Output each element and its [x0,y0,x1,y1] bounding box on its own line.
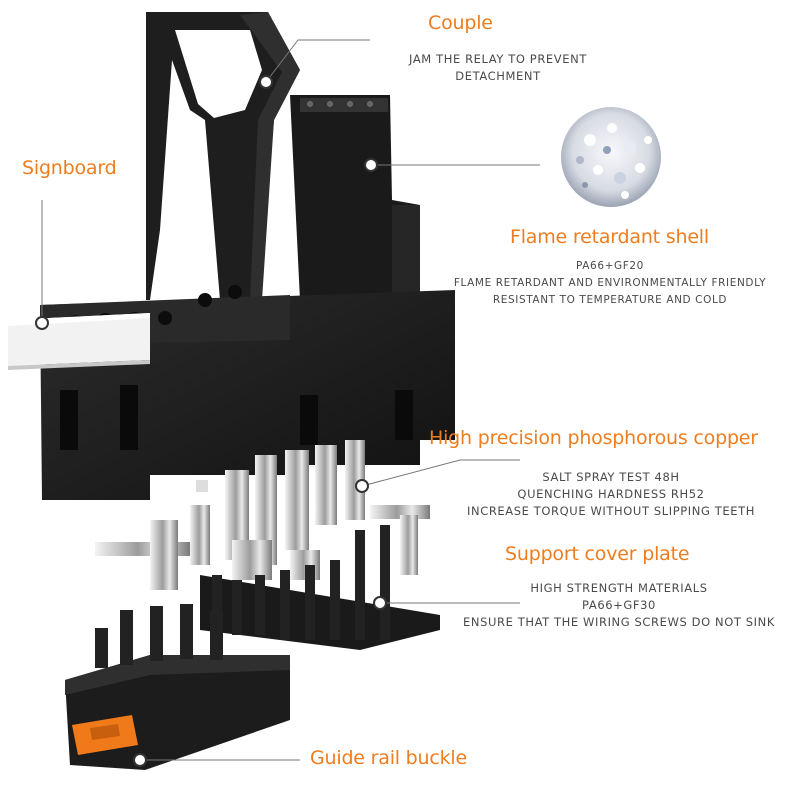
support-title: Support cover plate [505,543,690,565]
flame-retardant-shell-part [290,95,420,300]
support-cover-plate-part [200,525,440,650]
copper-callout-marker [355,479,369,493]
guide-title: Guide rail buckle [310,747,468,769]
copper-line-3: INCREASE TORQUE WITHOUT SLIPPING TEETH [467,504,755,518]
couple-line-1: JAM THE RELAY TO PREVENT [409,52,587,66]
base-part [65,604,290,770]
flame-description: PA66+GF20 FLAME RETARDANT AND ENVIRONMEN… [440,258,780,309]
flame-line-3: RESISTANT TO TEMPERATURE AND COLD [492,294,728,306]
flame-line-2: FLAME RETARDANT AND ENVIRONMENTALLY FRIE… [453,277,767,289]
flame-title: Flame retardant shell [510,226,709,248]
signboard-callout-marker [35,316,49,330]
support-line-3: ENSURE THAT THE WIRING SCREWS DO NOT SIN… [463,615,775,629]
couple-line-2: DETACHMENT [455,69,541,83]
couple-clip-part [146,12,300,300]
signboard-part [8,313,150,370]
flame-line-1: PA66+GF20 [576,260,644,272]
couple-title: Couple [428,12,493,34]
signboard-title: Signboard [22,157,117,179]
couple-description: JAM THE RELAY TO PREVENT DETACHMENT [380,51,616,85]
support-line-2: PA66+GF30 [582,598,656,612]
copper-title: High precision phosphorous copper [429,427,758,449]
support-callout-marker [373,596,387,610]
support-description: HIGH STRENGTH MATERIALS PA66+GF30 ENSURE… [441,580,797,631]
copper-terminals-part [95,440,430,590]
pellets-image [561,107,661,207]
copper-description: SALT SPRAY TEST 48H QUENCHING HARDNESS R… [448,469,774,520]
flame-callout-marker [364,158,378,172]
copper-line-1: SALT SPRAY TEST 48H [542,470,680,484]
couple-callout-marker [259,75,273,89]
guide-callout-marker [133,753,147,767]
callout-lines [41,39,540,761]
copper-line-2: QUENCHING HARDNESS RH52 [517,487,705,501]
support-line-1: HIGH STRENGTH MATERIALS [530,581,708,595]
